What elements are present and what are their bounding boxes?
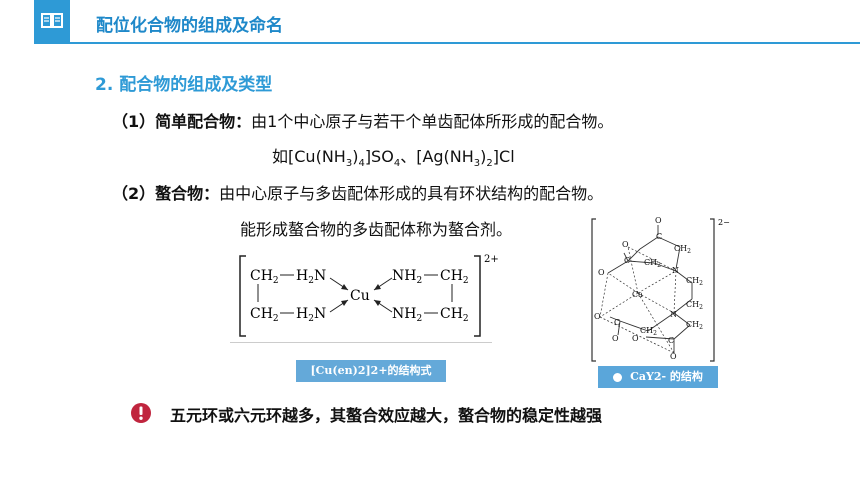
- svg-text:O: O: [632, 334, 639, 343]
- cu-en-structure-figure: 2+ CH2 H2N CH2 H2N Cu NH2 CH2 NH2 CH2: [239, 254, 499, 337]
- svg-text:C: C: [624, 256, 630, 265]
- left-ch2-bottom: CH2: [250, 306, 279, 324]
- svg-text:CH2: CH2: [674, 244, 691, 255]
- cay-charge: 2−: [718, 218, 730, 227]
- item2-label: （2）螯合物：: [112, 184, 220, 203]
- example-formula-1: [Cu(NH3)4]SO4: [288, 147, 401, 170]
- section-title: 2. 配合物的组成及类型: [95, 75, 273, 95]
- item2-text: 由中心原子与多齿配体形成的具有环状结构的配合物。: [219, 184, 604, 203]
- svg-text:C: C: [668, 336, 674, 345]
- svg-text:O: O: [594, 312, 601, 321]
- center-cu: Cu: [350, 288, 370, 304]
- svg-text:O: O: [622, 240, 629, 249]
- svg-text:CH2: CH2: [644, 258, 661, 269]
- figure1-divider: [230, 342, 492, 343]
- svg-text:CH2: CH2: [640, 326, 657, 337]
- right-nh2-bottom: NH2: [392, 306, 422, 324]
- exclamation-icon: [130, 402, 152, 424]
- item1-line: （1）简单配合物：由1个中心原子与若干个单齿配体所形成的配合物。: [112, 108, 613, 132]
- svg-text:Ca: Ca: [632, 290, 643, 299]
- right-ch2-top: CH2: [440, 268, 469, 286]
- header-divider: [34, 42, 860, 44]
- book-icon: [34, 0, 70, 42]
- svg-text:C: C: [614, 318, 620, 327]
- svg-text:CH2: CH2: [686, 320, 703, 331]
- item1-example: 如[Cu(NH3)4]SO4、[Ag(NH3)2]Cl: [272, 143, 515, 169]
- figure2-caption: CaY2- 的结构: [598, 366, 718, 388]
- example-separator: 、: [400, 147, 417, 166]
- right-nh2-top: NH2: [392, 268, 422, 286]
- svg-text:CH2: CH2: [686, 276, 703, 287]
- svg-text:CH2: CH2: [686, 300, 703, 311]
- right-ch2-bottom: CH2: [440, 306, 469, 324]
- cay-structure-figure: 2− O C O C O: [591, 216, 730, 362]
- figure2-caption-text: CaY2- 的结构: [630, 370, 703, 383]
- item2-line: （2）螯合物：由中心原子与多齿配体形成的具有环状结构的配合物。: [112, 180, 603, 204]
- svg-text:O: O: [612, 334, 619, 343]
- left-h2n-top: H2N: [296, 268, 326, 286]
- charge-label: 2+: [484, 254, 499, 265]
- svg-text:C: C: [656, 232, 662, 241]
- svg-text:O: O: [598, 268, 605, 277]
- example-prefix: 如: [272, 147, 289, 166]
- svg-text:O: O: [655, 216, 662, 225]
- figure1-caption: [Cu(en)2]2+的结构式: [296, 360, 446, 382]
- bullet-icon: [613, 372, 623, 382]
- left-h2n-bottom: H2N: [296, 306, 326, 324]
- item1-text: 由1个中心原子与若干个单齿配体所形成的配合物。: [251, 112, 614, 131]
- item1-label: （1）简单配合物：: [112, 112, 252, 131]
- summary-note: 五元环或六元环越多，其螯合效应越大，螯合物的稳定性越强: [170, 406, 603, 425]
- header-bar: 配位化合物的组成及命名: [0, 0, 860, 44]
- page-title: 配位化合物的组成及命名: [96, 16, 283, 36]
- example-formula-2: [Ag(NH3)2]Cl: [416, 147, 515, 170]
- left-ch2-top: CH2: [250, 268, 279, 286]
- svg-text:N: N: [672, 266, 679, 275]
- item2-sub: 能形成螯合物的多齿配体称为螯合剂。: [240, 220, 513, 239]
- svg-text:O: O: [670, 352, 677, 361]
- svg-text:N: N: [670, 310, 677, 319]
